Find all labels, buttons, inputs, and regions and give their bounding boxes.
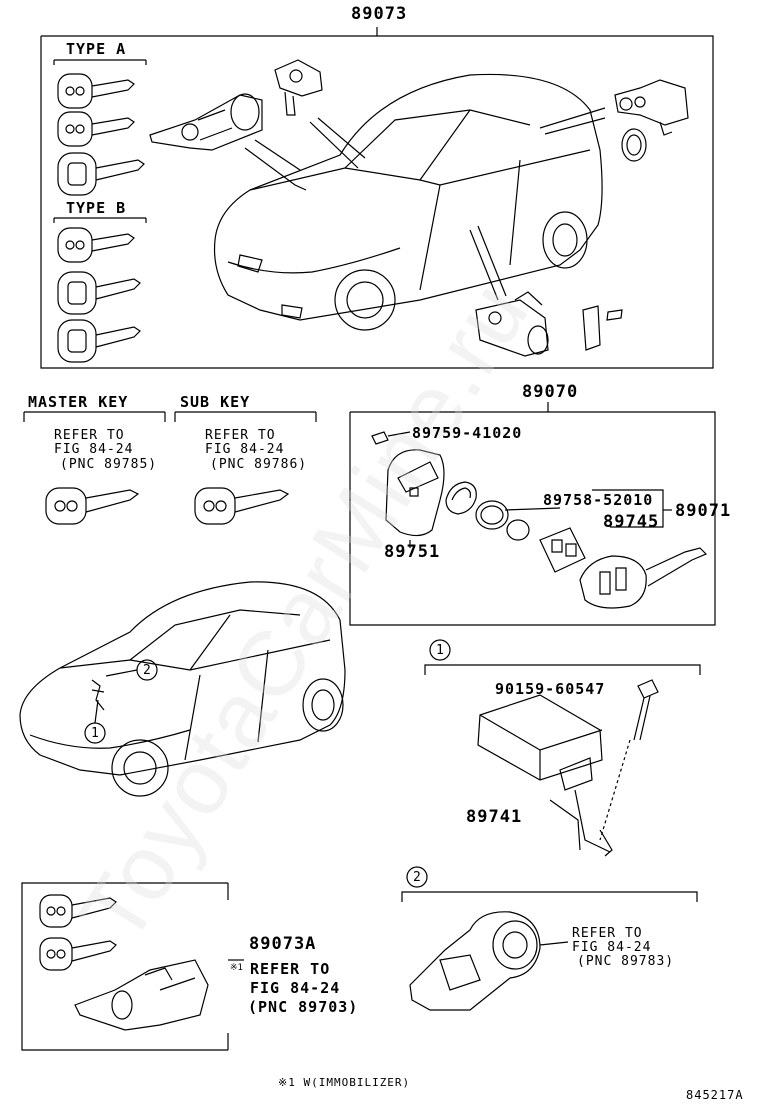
master-key: [46, 488, 138, 524]
key-type-a-2: [58, 112, 134, 146]
label-type-a: TYPE A: [66, 40, 127, 58]
callout-circle-1-car: [85, 700, 105, 743]
key-type-a-remote: [58, 153, 144, 195]
sub-key-bracket: [175, 412, 316, 422]
part-89745: 89745: [603, 512, 660, 532]
top-panel-frame: [41, 27, 713, 368]
callout-1-car-label: 1: [91, 726, 100, 741]
callout-2-car-label: 2: [143, 663, 152, 678]
label-sub-key: SUB KEY: [180, 393, 251, 411]
sub-key-refer-1: REFER TO: [205, 428, 276, 443]
code-89073a: 89073A: [249, 934, 317, 954]
master-key-refer-1: REFER TO: [54, 428, 125, 443]
cylinder-set-panel-frame: [22, 883, 244, 1050]
ignition-cylinder: [150, 94, 262, 150]
sub-key-refer-2: FIG 84-24: [205, 442, 285, 457]
detail-2-refer-1: REFER TO: [572, 926, 643, 941]
detail-2-refer-3: (PNC 89783): [577, 954, 675, 969]
callout-circle-2-car: [106, 660, 157, 680]
transmitter-ring: [476, 501, 508, 529]
callout-1-detail-label: 1: [436, 643, 445, 658]
part-90159-60547: 90159-60547: [495, 680, 606, 698]
lock-housing-top: [275, 60, 322, 115]
cylinder-set-key-1: [40, 895, 116, 927]
immobilizer-ecu: [478, 695, 630, 856]
transmitter-screw: [372, 432, 410, 444]
detail-1-header: [425, 640, 700, 675]
back-door-cylinder: [476, 292, 548, 356]
detail-2-refer-2: FIG 84-24: [572, 940, 652, 955]
transmitter-panel-frame: [350, 402, 715, 625]
leader-arrows-top: [245, 108, 605, 300]
vehicle-illustration-middle: [20, 582, 345, 796]
part-89758-52010: 89758-52010: [543, 491, 654, 509]
master-key-refer-2: FIG 84-24: [54, 442, 134, 457]
key-type-a-1: [58, 74, 134, 108]
key-type-b-1: [58, 228, 134, 262]
key-type-b-remote-2: [58, 320, 140, 362]
cylinder-set-refer-1: REFER TO: [250, 960, 331, 978]
transmitter-case: [386, 450, 444, 548]
part-89741: 89741: [466, 807, 523, 827]
transmitter-button-pad: [540, 528, 585, 572]
detail-2-header: [402, 867, 697, 902]
part-89759-41020: 89759-41020: [412, 424, 523, 442]
bolt: [634, 680, 658, 740]
transmitter-gasket: [446, 482, 560, 514]
label-type-b: TYPE B: [66, 199, 127, 217]
part-89751: 89751: [384, 542, 441, 562]
code-89070: 89070: [522, 382, 579, 402]
footnote: ※1 W(IMMOBILIZER): [278, 1076, 411, 1089]
key-type-b-remote-1: [58, 272, 140, 314]
cylinder-set-cylinder: [75, 960, 208, 1030]
part-89071: 89071: [675, 501, 732, 521]
cylinder-set-key-2: [40, 938, 116, 970]
door-lock-ring: [622, 129, 646, 161]
door-lock-cylinder: [615, 80, 688, 135]
cover-plate: [583, 306, 622, 350]
callout-2-detail-label: 2: [413, 870, 422, 885]
ignition-coil-amplifier: [410, 912, 568, 1010]
code-89073: 89073: [351, 4, 408, 24]
sub-key: [195, 488, 288, 524]
master-key-bracket: [24, 412, 165, 422]
sub-key-refer-3: (PNC 89786): [210, 457, 308, 472]
cylinder-set-refer-3: (PNC 89703): [248, 998, 359, 1016]
master-key-refer-3: (PNC 89785): [60, 457, 158, 472]
transmitter-battery: [507, 520, 529, 540]
vehicle-illustration-top: [215, 74, 603, 330]
cylinder-set-refer-2: FIG 84-24: [250, 979, 341, 997]
immobilizer-mark: ※1: [230, 963, 243, 973]
transmitter-key: [580, 548, 706, 608]
label-master-key: MASTER KEY: [28, 393, 129, 411]
figure-id: 845217A: [686, 1088, 744, 1102]
